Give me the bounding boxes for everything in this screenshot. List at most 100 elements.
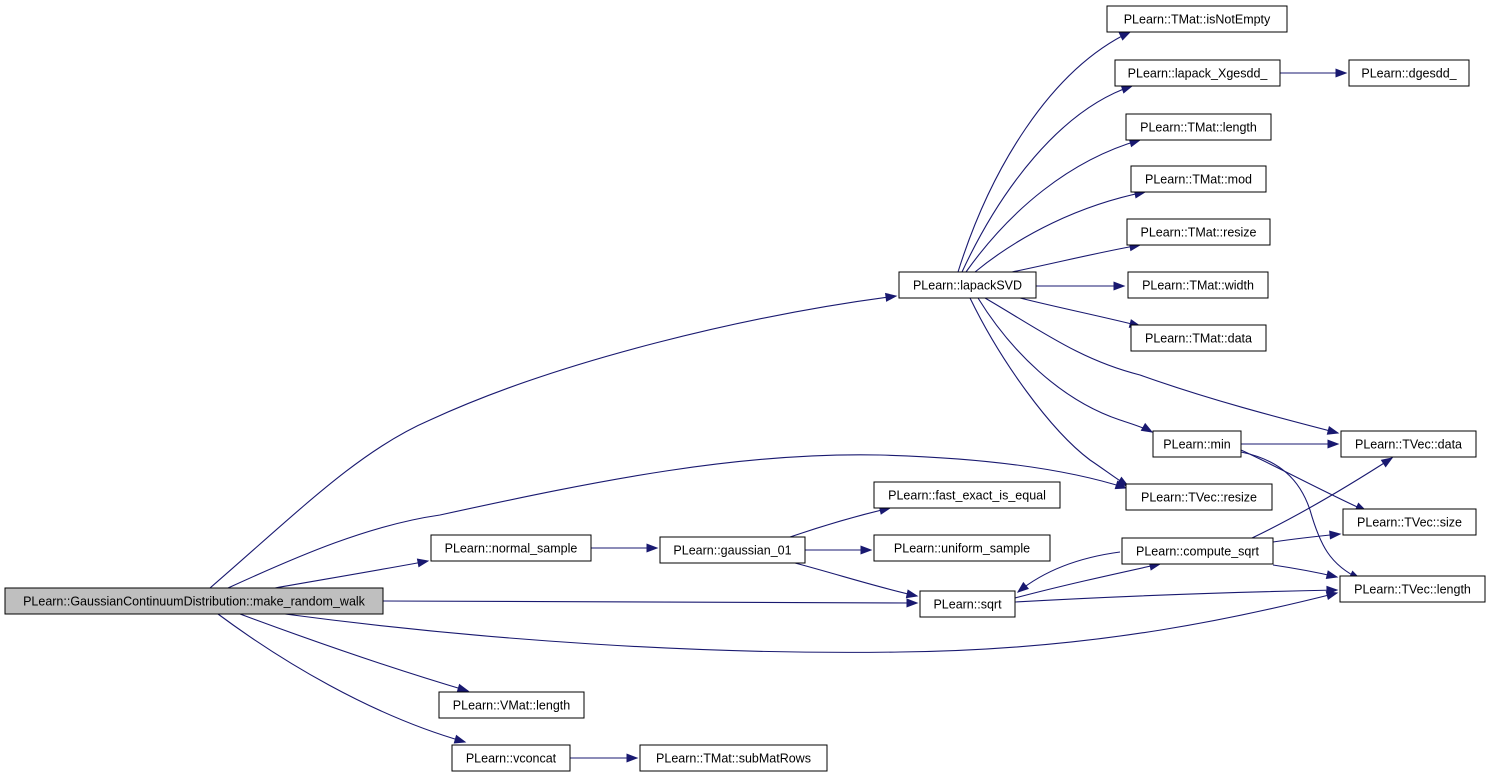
node-label: PLearn::GaussianContinuumDistribution::m… xyxy=(23,595,366,609)
edge-normalSample-to-gaussian01 xyxy=(591,543,659,553)
arrowhead xyxy=(416,558,430,568)
node-label: PLearn::TVec::resize xyxy=(1141,491,1257,505)
node-box xyxy=(873,481,1061,509)
arrowhead xyxy=(1326,585,1339,595)
node-box xyxy=(1121,537,1274,565)
edge-lapackSVD-to-tmatResize xyxy=(1011,242,1142,273)
node-box xyxy=(1348,59,1470,87)
arrowhead xyxy=(1335,68,1348,78)
node-box xyxy=(451,744,571,772)
node-tvecSize[interactable]: PLearn::TVec::size xyxy=(1342,508,1477,536)
node-tmatData[interactable]: PLearn::TMat::data xyxy=(1130,324,1267,352)
node-gaussian01[interactable]: PLearn::gaussian_01 xyxy=(659,536,806,564)
node-uniformSample[interactable]: PLearn::uniform_sample xyxy=(873,534,1051,562)
node-min[interactable]: PLearn::min xyxy=(1152,430,1242,458)
arrowhead xyxy=(1113,281,1126,291)
node-label: PLearn::vconcat xyxy=(466,752,557,766)
arrowhead xyxy=(1118,31,1132,41)
arrowhead xyxy=(885,292,898,302)
edge-lapackXgesdd-to-dgesdd xyxy=(1280,68,1348,78)
node-box xyxy=(873,534,1051,562)
node-box xyxy=(1340,430,1477,458)
arrowhead xyxy=(1329,530,1342,540)
node-normalSample[interactable]: PLearn::normal_sample xyxy=(430,534,592,562)
node-box xyxy=(1114,59,1281,87)
node-tmatMod[interactable]: PLearn::TMat::mod xyxy=(1130,165,1267,193)
node-lapackSVD[interactable]: PLearn::lapackSVD xyxy=(898,271,1037,299)
arrowhead xyxy=(626,753,639,763)
node-box xyxy=(1106,5,1288,33)
edge-lapackSVD-to-tmatData xyxy=(1019,297,1142,328)
edge-sqrt-to-computeSqrt xyxy=(1014,561,1162,599)
arrowhead xyxy=(1327,439,1340,449)
node-dgesdd[interactable]: PLearn::dgesdd_ xyxy=(1348,59,1470,87)
node-box xyxy=(1339,575,1486,603)
node-label: PLearn::uniform_sample xyxy=(894,542,1030,556)
node-label: PLearn::TMat::mod xyxy=(1145,173,1252,187)
node-fastEqual[interactable]: PLearn::fast_exact_is_equal xyxy=(873,481,1061,509)
arrowhead xyxy=(1380,457,1394,468)
arrowhead xyxy=(1120,85,1134,94)
node-vconcat[interactable]: PLearn::vconcat xyxy=(451,744,571,772)
node-tmatWidth[interactable]: PLearn::TMat::width xyxy=(1127,271,1269,299)
edge-root-to-normalSample xyxy=(274,558,430,589)
arrowhead xyxy=(456,683,470,693)
node-tmatLength[interactable]: PLearn::TMat::length xyxy=(1125,113,1272,141)
arrowhead xyxy=(906,598,919,608)
node-box xyxy=(1342,508,1477,536)
arrowhead xyxy=(453,734,467,744)
node-label: PLearn::TMat::isNotEmpty xyxy=(1124,13,1271,27)
arrowhead xyxy=(1140,422,1154,433)
node-label: PLearn::compute_sqrt xyxy=(1136,545,1260,559)
node-box xyxy=(898,271,1037,299)
node-label: PLearn::VMat::length xyxy=(453,699,570,713)
node-box xyxy=(1127,271,1269,299)
edge-root-to-lapackSVD xyxy=(209,292,898,589)
edge-computeSqrt-to-tvecLength xyxy=(1272,564,1339,579)
node-tvecResize[interactable]: PLearn::TVec::resize xyxy=(1125,483,1273,511)
node-box xyxy=(1130,165,1267,193)
node-tvecData[interactable]: PLearn::TVec::data xyxy=(1340,430,1477,458)
node-isNotEmpty[interactable]: PLearn::TMat::isNotEmpty xyxy=(1106,5,1288,33)
arrowhead xyxy=(860,545,873,555)
node-box xyxy=(1152,430,1242,458)
edge-lapackSVD-to-tmatWidth xyxy=(1036,281,1126,291)
edge-root-to-tvecResize xyxy=(227,454,1128,589)
edge-min-to-tvecData xyxy=(1241,439,1340,449)
arrowhead xyxy=(1016,581,1030,593)
node-tvecLength[interactable]: PLearn::TVec::length xyxy=(1339,575,1486,603)
node-box xyxy=(659,536,806,564)
node-box xyxy=(430,534,592,562)
node-box xyxy=(1126,218,1271,246)
arrowhead xyxy=(1325,570,1339,579)
node-sqrt[interactable]: PLearn::sqrt xyxy=(919,590,1016,618)
edge-lapackSVD-to-tvecResize xyxy=(969,297,1130,487)
node-label: PLearn::TVec::length xyxy=(1354,583,1471,597)
node-label: PLearn::normal_sample xyxy=(445,542,578,556)
edge-computeSqrt-to-sqrt xyxy=(1016,551,1121,593)
node-label: PLearn::lapack_Xgesdd_ xyxy=(1128,67,1269,81)
node-label: PLearn::lapackSVD xyxy=(913,279,1022,293)
node-label: PLearn::TMat::resize xyxy=(1140,226,1256,240)
edge-lapackSVD-to-min xyxy=(977,297,1154,433)
edge-lapackSVD-to-isNotEmpty xyxy=(957,31,1132,273)
node-lapackXgesdd[interactable]: PLearn::lapack_Xgesdd_ xyxy=(1114,59,1281,87)
node-vmatLength[interactable]: PLearn::VMat::length xyxy=(438,691,585,719)
node-label: PLearn::dgesdd_ xyxy=(1361,67,1457,81)
node-label: PLearn::TMat::width xyxy=(1142,279,1254,293)
node-subMatRows[interactable]: PLearn::TMat::subMatRows xyxy=(639,744,828,772)
node-label: PLearn::gaussian_01 xyxy=(673,544,791,558)
arrowhead xyxy=(1116,476,1130,487)
edge-computeSqrt-to-tvecData xyxy=(1251,457,1394,539)
node-computeSqrt[interactable]: PLearn::compute_sqrt xyxy=(1121,537,1274,565)
edge-root-to-vmatLength xyxy=(239,613,470,693)
node-tmatResize[interactable]: PLearn::TMat::resize xyxy=(1126,218,1271,246)
node-root[interactable]: PLearn::GaussianContinuumDistribution::m… xyxy=(4,587,384,615)
edge-sqrt-to-tvecLength xyxy=(1014,585,1339,603)
node-box xyxy=(1130,324,1267,352)
node-box xyxy=(1125,483,1273,511)
node-label: PLearn::min xyxy=(1163,438,1230,452)
edge-lapackSVD-to-tvecData xyxy=(984,297,1340,435)
node-box xyxy=(919,590,1016,618)
